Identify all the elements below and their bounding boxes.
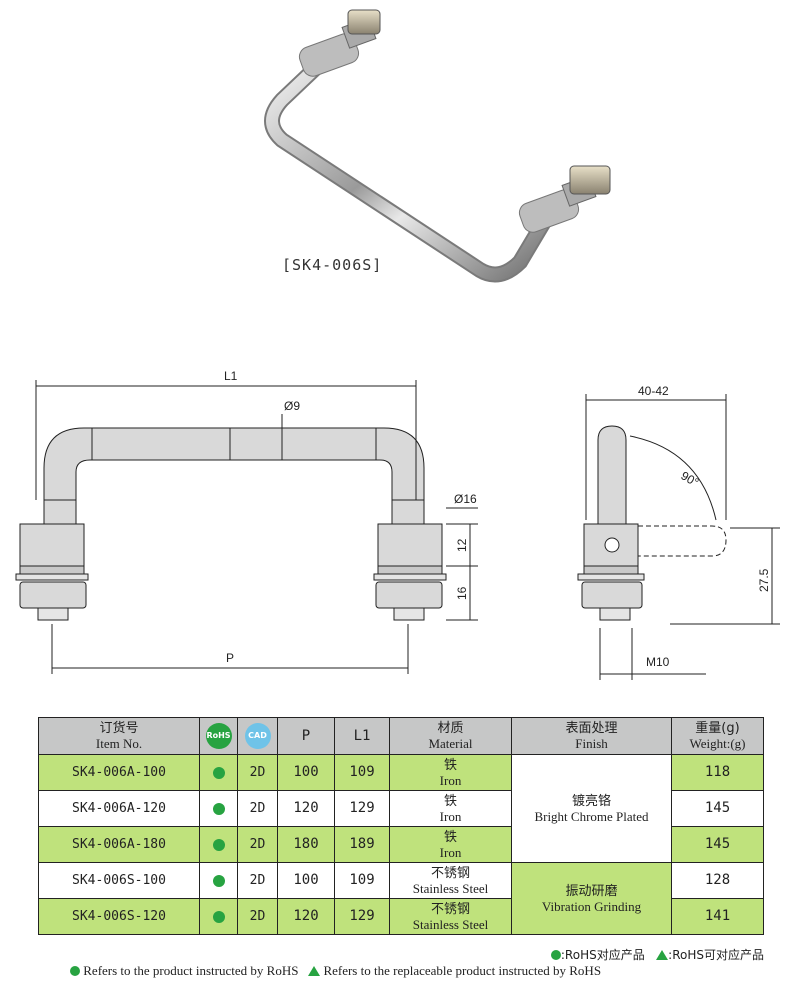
dim-bar-diameter: Ø9 [284, 399, 300, 413]
header-p: P [277, 717, 335, 755]
legend-triangle-icon [656, 949, 669, 960]
right-collar [377, 523, 443, 567]
bottom-mount [518, 165, 611, 233]
legend-dot-icon [70, 966, 80, 977]
front-handle [43, 427, 425, 531]
left-nut [19, 581, 87, 609]
rohs-icon: RoHS [205, 723, 232, 749]
header-weight: 重量(g)Weight:(g) [671, 717, 764, 755]
legend-chinese: :RoHS对应产品 :RoHS可对应产品 [550, 946, 764, 963]
technical-drawing: L1 Ø9 Ø16 12 16 P 40-42 90° 27.5 M10 [15, 369, 780, 680]
rohs-dot-icon [212, 838, 225, 851]
side-nut [581, 581, 643, 609]
dim-side-width: 40-42 [638, 384, 669, 398]
top-mount [298, 9, 381, 77]
header-rohs: RoHS [199, 717, 238, 755]
left-collar [19, 523, 85, 567]
dim-base-diameter: Ø16 [454, 492, 477, 506]
cad-icon: CAD [244, 723, 271, 749]
rohs-dot-icon [212, 766, 225, 779]
right-nut [375, 581, 443, 609]
rohs-dot-icon [212, 874, 225, 887]
dim-l1: L1 [224, 369, 238, 383]
legend-english: Refers to the product instructed by RoHS… [70, 962, 770, 979]
dim-16: 16 [455, 586, 469, 600]
dim-p: P [226, 651, 234, 665]
dim-12: 12 [455, 538, 469, 552]
legend-dot-icon [550, 949, 561, 960]
dim-side-height: 27.5 [757, 568, 771, 592]
legend-triangle-icon [308, 966, 321, 977]
dim-thread: M10 [646, 655, 670, 669]
product-caption: [SK4-006S] [282, 256, 383, 274]
header-l1: L1 [334, 717, 390, 755]
side-handle [597, 425, 627, 529]
header-cad: CAD [237, 717, 278, 755]
product-photo [264, 9, 611, 283]
rohs-dot-icon [212, 802, 225, 815]
dim-angle: 90° [679, 468, 702, 489]
rohs-dot-icon [212, 910, 225, 923]
